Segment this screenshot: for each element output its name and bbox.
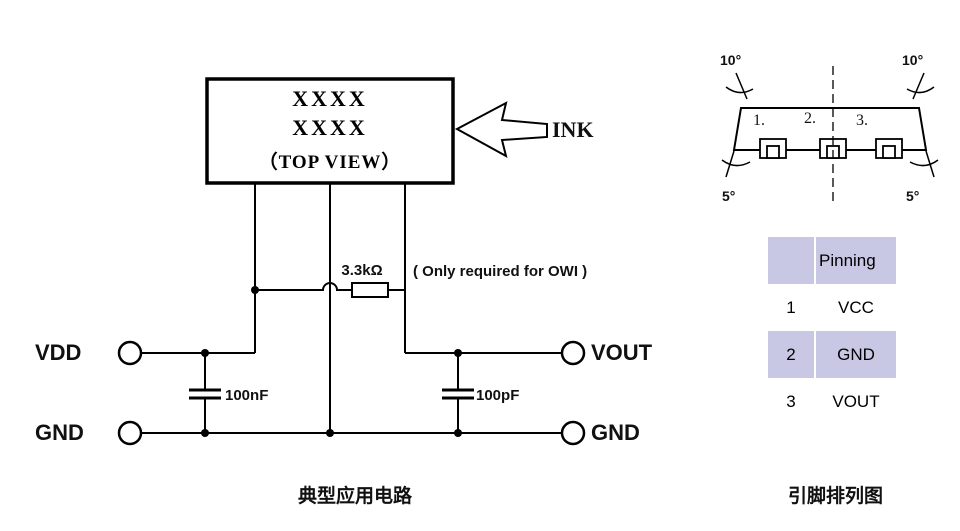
ink-callout-arrow [454,101,548,158]
ic-label-line2: XXXX [292,115,368,140]
terminal-label-vdd: VDD [35,340,82,365]
package-pin-number-1: 1. [753,112,765,129]
package-pin-number-2: 2. [804,110,816,127]
package-caption: 引脚排列图 [787,486,883,507]
resistor-value-label: 3.3kΩ [341,262,383,279]
cap-right-value-label: 100pF [476,387,520,404]
pin-cell-1: 1 [786,297,796,317]
cap-left-value-label: 100nF [225,387,269,404]
name-cell-1: VCC [838,297,874,317]
ink-label: INK [552,117,594,142]
terminal-label-gnd-left: GND [35,420,84,445]
terminal-label-vout: VOUT [591,340,653,365]
ic-label-line1: XXXX [292,86,368,111]
angle-label-bottom-right: 5° [906,188,920,204]
ic-label-line3: （TOP VIEW） [258,152,402,173]
angle-label-bottom-left: 5° [722,188,736,204]
angle-label-top-left: 10° [720,52,742,68]
name-cell-2: GND [816,331,896,378]
pin-cell-2: 2 [768,331,814,378]
angle-label-top-right: 10° [902,52,924,68]
terminal-label-gnd-right: GND [591,420,640,445]
owi-note: ( Only required for OWI ) [413,263,588,280]
junction-dots [201,286,462,437]
circuit-caption: 典型应用电路 [297,486,412,507]
circuit-wires [141,183,562,434]
terminal-circles [117,340,586,446]
package-leads [759,138,903,159]
pin-table-corner-cell [768,237,814,284]
angle-marks [721,72,939,178]
pin-cell-3: 3 [786,391,796,411]
name-cell-3: VOUT [832,391,880,411]
capacitor-symbol-left [189,388,221,400]
capacitor-symbol-right [442,388,474,400]
package-pin-number-3: 3. [856,112,868,129]
ic-outline-box [205,77,455,185]
pin-table-header: Pinning [816,237,896,284]
resistor-symbol [351,282,389,298]
pin-table: Pinning 1 VCC 2 GND 3 VOUT [768,237,896,425]
